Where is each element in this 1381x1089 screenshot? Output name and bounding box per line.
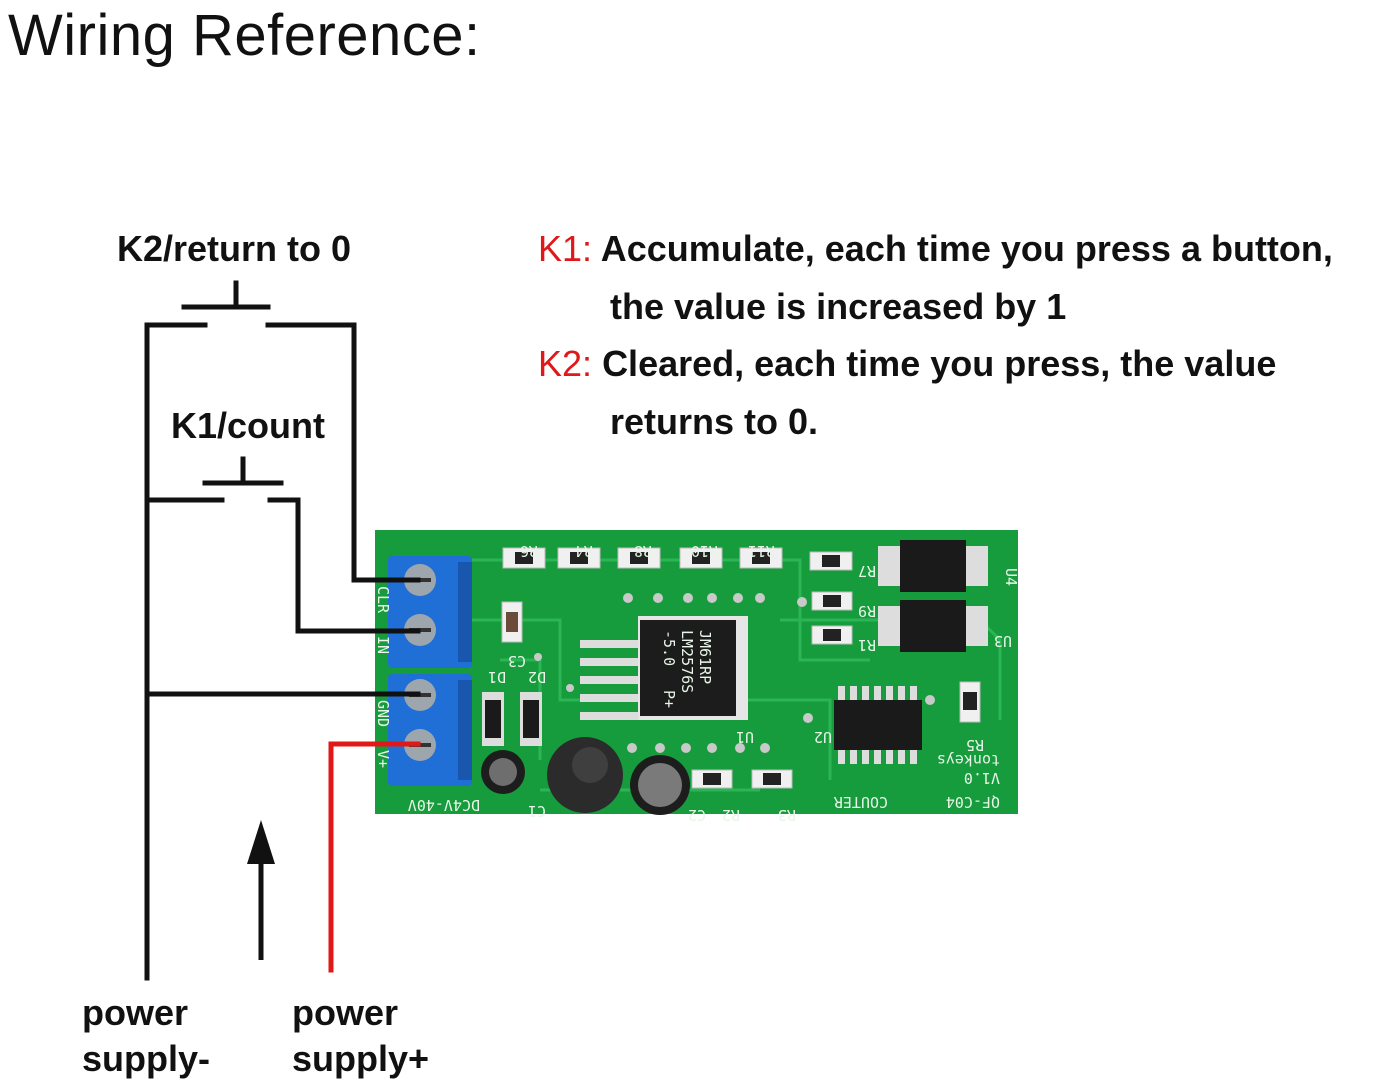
ref-u2: U2 [814,728,832,746]
k1-description-line2: the value is increased by 1 [610,286,1067,327]
board-version: V1.0 [964,769,1000,787]
terminal-label-in: IN [374,636,392,654]
chip-marking: LM2576S [678,630,696,693]
chip-marking: JM61RP [696,630,714,684]
page-title: Wiring Reference: [8,3,481,68]
ref-c2: C2 [688,806,706,824]
terminal-label-vplus: V+ [374,750,392,768]
ref-u1: U1 [736,728,754,746]
board-voltage: DC4V-40V [408,796,480,814]
board-maker: tonkeys [937,751,1000,769]
label-line: power [82,992,189,1033]
label-line: supply+ [292,1038,430,1079]
terminal-block-bottom [388,674,472,786]
ref-c3: C3 [508,652,526,670]
ref-d2: D2 [528,668,546,686]
counter-module-board: JM61RP LM2576S -5.0 P+ QF-C04 COUTER V1.… [374,530,1020,824]
ref-r7: R7 [858,562,876,580]
regulator-chip [580,616,748,720]
ref-d1: D1 [488,668,506,686]
capacitor-c2 [630,755,690,815]
board-model: QF-C04 [946,793,1000,811]
k1-key-label: K1: [538,228,593,269]
ref-c1: C1 [528,802,546,820]
capacitor-c1 [481,750,525,794]
k2-key-label: K2: [538,343,593,384]
ref-r1: R1 [858,636,876,654]
power-supply-negative-label: power supply- [82,990,210,1082]
up-arrow-icon [247,820,275,960]
k1-switch-label: K1/count [171,405,326,446]
k2-description-line2: returns to 0. [610,401,819,442]
chip-marking: P+ [660,690,678,708]
optocoupler-u3 [878,600,988,652]
k2-switch-label: K2/return to 0 [117,228,352,269]
ref-r3: R3 [778,806,796,824]
ref-r9: R9 [858,602,876,620]
ref-r6: R6 [520,542,538,560]
silkscreen: JM61RP LM2576S -5.0 P+ QF-C04 COUTER V1.… [374,542,1020,824]
label-line: supply- [82,1038,211,1079]
resistor-row [501,547,981,789]
ref-r8: R8 [634,542,652,560]
ref-r4: R4 [575,542,593,560]
terminal-block-top [388,556,472,668]
ref-r5: R5 [966,736,984,754]
k1-description-line1: K1: Accumulate, each time you press a bu… [538,228,1333,270]
power-supply-positive-label: power supply+ [292,990,429,1082]
ref-u3: U3 [994,632,1012,650]
k1-description-text: Accumulate, each time you press a button… [600,228,1333,269]
k2-description-line1: K2: Cleared, each time you press, the va… [538,343,1276,385]
ref-r2: R2 [722,806,740,824]
chip-marking: -5.0 [660,630,678,666]
ref-r11: R11 [748,542,775,560]
terminal-label-clr: CLR [374,586,392,614]
ref-u4: U4 [1002,568,1020,586]
k2-description-text: Cleared, each time you press, the value [602,343,1277,384]
inductor [547,737,623,813]
diodes [482,692,542,746]
ref-r10: R10 [691,542,718,560]
terminal-label-gnd: GND [374,700,392,727]
counter-ic-u2 [834,686,922,764]
wiring [144,280,421,981]
label-line: power [292,992,399,1033]
board-name: COUTER [833,793,888,811]
optocoupler-u4 [878,540,988,592]
